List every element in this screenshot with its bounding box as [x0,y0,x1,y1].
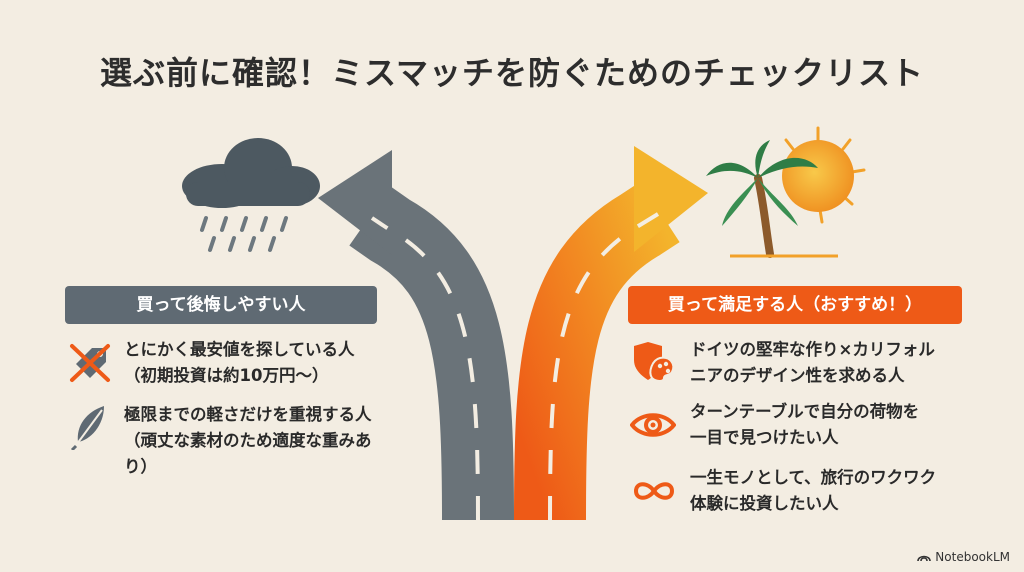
brand-watermark: NotebookLM [917,550,1010,564]
eye-icon [630,413,676,437]
palm-sun-icon [706,126,866,258]
feather-icon [70,406,104,450]
left-arrow-head [318,150,392,255]
satisfied-badge: 買って満足する人（おすすめ！） [628,286,962,324]
right-road [514,146,708,521]
left-item-2: 極限までの軽さだけを重視する人 （頑丈な素材のため適度な重みあ り） [124,405,372,476]
right-item-3: 一生モノとして、旅行のワクワク 体験に投資したい人 [690,468,937,513]
shield-palette-icon [634,342,675,382]
page-title: 選ぶ前に確認！ミスマッチを防ぐためのチェックリスト [99,54,925,92]
notebooklm-logo-icon [917,555,932,562]
no-price-tag-icon [70,344,110,382]
right-arrow-head [634,146,708,252]
left-item-1: とにかく最安値を探している人 （初期投資は約10万円〜） [124,340,355,385]
right-road-lane-marks [548,212,660,521]
right-item-1: ドイツの堅牢な作り×カリフォル ニアのデザイン性を求める人 [690,340,935,385]
left-road-lane-marks [370,216,480,521]
brand-label: NotebookLM [935,550,1010,564]
rain-cloud-icon [182,138,320,252]
regret-badge: 買って後悔しやすい人 [65,286,377,324]
infinity-icon [633,482,675,500]
left-road [318,150,514,521]
right-item-2: ターンテーブルで自分の荷物を 一目で見つけたい人 [690,402,920,447]
